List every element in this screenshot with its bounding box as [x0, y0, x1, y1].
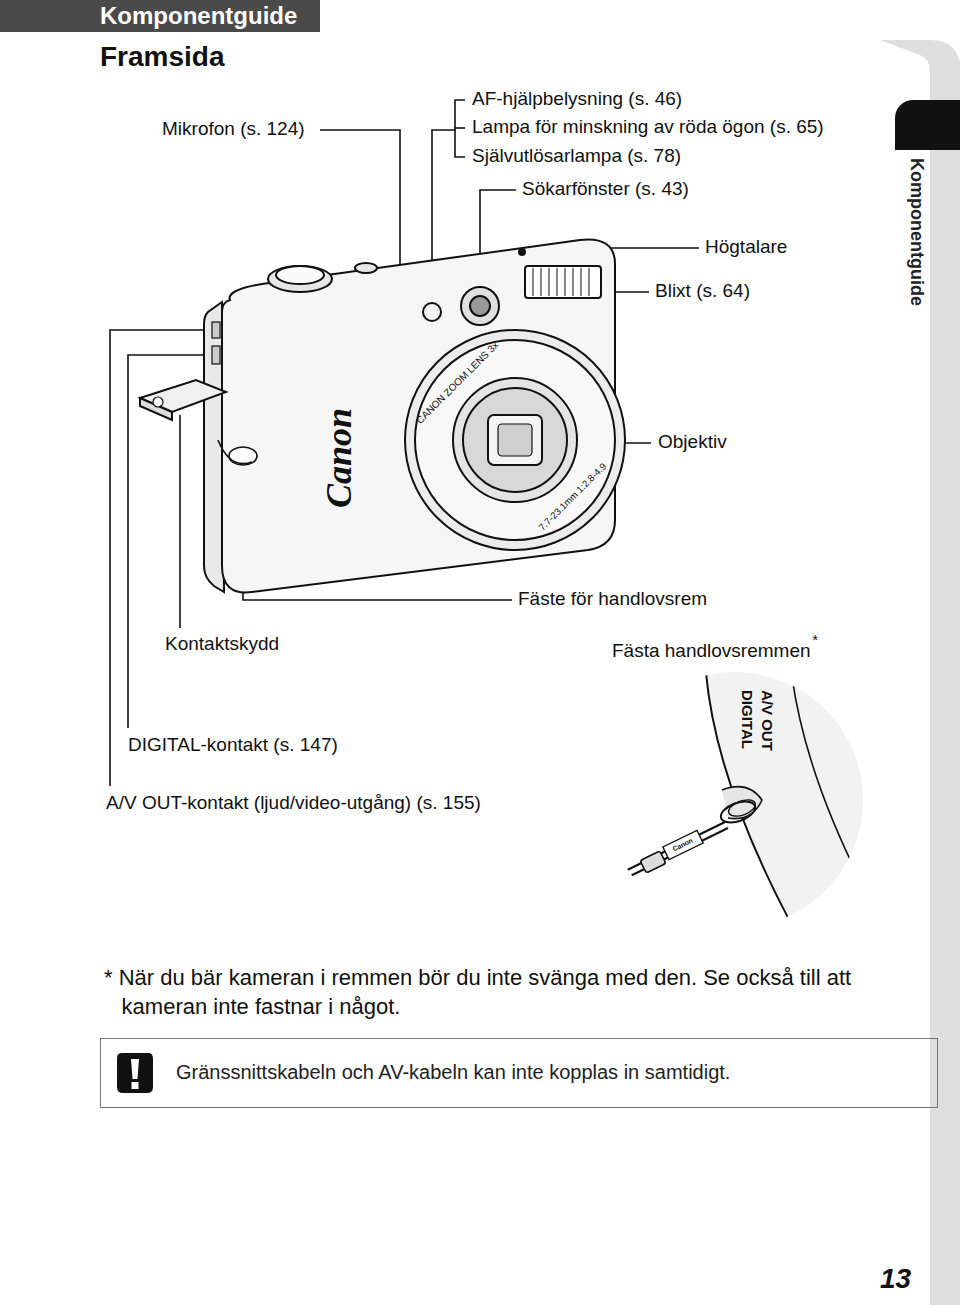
callout-label: Mikrofon (s. 124) — [162, 118, 305, 141]
port-marking: A/V OUT — [758, 690, 776, 751]
side-tab: Komponentguide — [895, 100, 960, 345]
strap-inset — [600, 660, 880, 940]
callout-label: AF-hjälpbelysning (s. 46) — [472, 88, 682, 111]
callout-label: Kontaktskydd — [165, 633, 279, 656]
leader-lines — [110, 100, 699, 786]
port-marking: DIGITAL — [738, 690, 756, 749]
callout-label: Självutlösarlampa (s. 78) — [472, 145, 681, 168]
callout-label: Lampa för minskning av röda ögon (s. 65) — [472, 116, 824, 139]
page-number: 13 — [880, 1262, 911, 1296]
note-box: Gränssnittskabeln och AV-kabeln kan inte… — [100, 1038, 938, 1108]
callout-label: Högtalare — [705, 236, 787, 259]
callout-label: Fästa handlovsremmen — [612, 640, 811, 663]
callout-label: Sökarfönster (s. 43) — [522, 178, 689, 201]
callout-label: DIGITAL-kontakt (s. 147) — [128, 734, 338, 757]
note-box-text: Gränssnittskabeln och AV-kabeln kan inte… — [176, 1059, 917, 1085]
camera-logo: Canon — [318, 408, 361, 508]
page-frame — [880, 40, 960, 1305]
camera-body — [140, 240, 625, 593]
callout-label: Fäste för handlovsrem — [518, 588, 707, 611]
page-heading: Framsida — [100, 40, 225, 74]
footnote-mark: * — [813, 632, 818, 649]
header-band: Komponentguide — [0, 0, 320, 32]
callout-label: Blixt (s. 64) — [655, 280, 750, 303]
callout-label: Objektiv — [658, 431, 727, 454]
header-band-text: Komponentguide — [0, 0, 320, 31]
callout-label: A/V OUT-kontakt (ljud/video-utgång) (s. … — [106, 792, 481, 815]
warning-icon — [115, 1051, 155, 1095]
side-tab-text: Komponentguide — [906, 158, 927, 306]
footnote: * När du bär kameran i remmen bör du int… — [104, 964, 942, 1021]
